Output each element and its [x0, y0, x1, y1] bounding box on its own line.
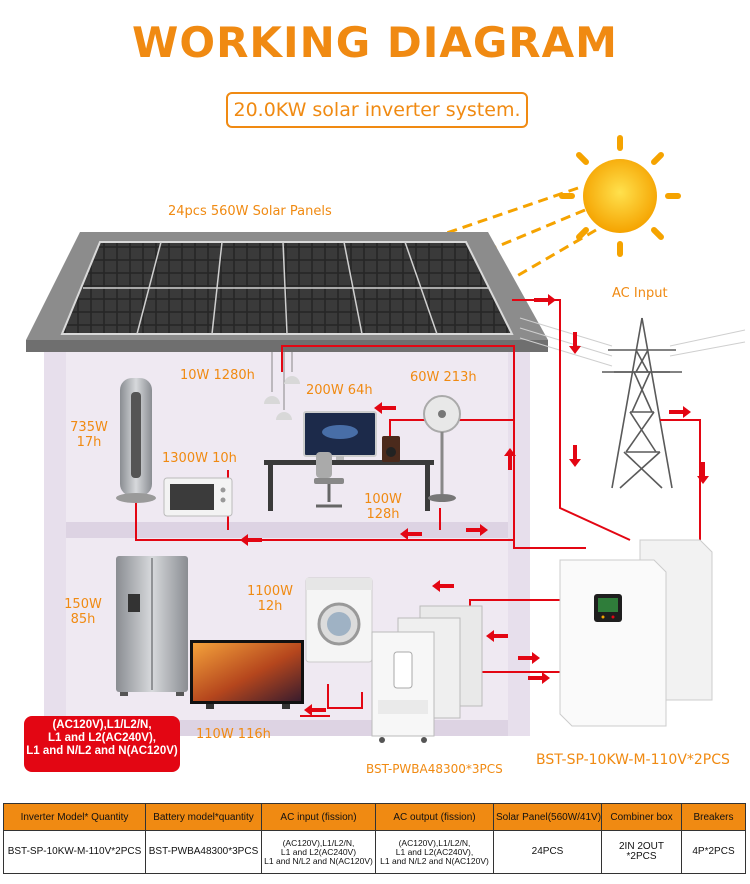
battery-stack-icon [371, 605, 483, 743]
label-fan: 60W 213h [410, 370, 477, 385]
cell-ac-input-line2: L1 and L2(AC240V) [280, 846, 357, 857]
solar-panel-array [60, 241, 514, 335]
header-ac-input: AC input (fission) [261, 803, 376, 831]
monitor-icon [303, 411, 377, 460]
label-speaker-power: 100W [364, 492, 402, 507]
spec-table: Inverter Model* Quantity Battery model*q… [3, 803, 746, 874]
cell-battery: BST-PWBA48300*3PCS [145, 830, 262, 874]
cell-ac-output: (AC120V),L1/L2/N, L1 and L2(AC240V), L1 … [375, 830, 494, 874]
cell-ac-input-line1: (AC120V),L1/L2/N, [282, 837, 355, 848]
system-subtitle: 20.0KW solar inverter system. [226, 92, 528, 128]
label-washer-hours: 12h [257, 599, 283, 614]
label-speaker: 100W 128h [358, 492, 408, 522]
table-row: BST-SP-10KW-M-110V*2PCS BST-PWBA48300*3P… [3, 830, 746, 874]
page-title: WORKING DIAGRAM [132, 18, 618, 67]
label-speaker-hours: 128h [366, 507, 400, 522]
label-battery-model: BST-PWBA48300*3PCS [366, 762, 503, 776]
label-inverter-model: BST-SP-10KW-M-110V*2PCS [536, 752, 730, 768]
label-microwave: 1300W 10h [162, 451, 237, 466]
label-solar-panels: 24pcs 560W Solar Panels [168, 204, 332, 219]
cell-ac-input: (AC120V),L1/L2/N, L1 and L2(AC240V) L1 a… [261, 830, 376, 874]
tower-fan-icon [116, 378, 156, 503]
desk-icon [264, 460, 434, 511]
header-inverter: Inverter Model* Quantity [3, 803, 146, 831]
wiring-note-line1: (AC120V),L1/L2/N, [52, 719, 152, 731]
pendant-lights-icon [264, 352, 300, 420]
label-tower-fan-power: 735W [70, 420, 108, 435]
cell-inverter: BST-SP-10KW-M-110V*2PCS [3, 830, 146, 874]
label-fridge-hours: 85h [70, 612, 96, 627]
header-ac-output: AC output (fission) [375, 803, 494, 831]
cell-combiner-box: 2IN 2OUT *2PCS [601, 830, 682, 874]
label-tv: 110W 116h [196, 727, 271, 742]
label-washer: 1100W 12h [244, 584, 296, 614]
header-solar-panel: Solar Panel(560W/41V) [493, 803, 602, 831]
label-fridge: 150W 85h [58, 597, 108, 627]
microwave-icon [163, 477, 233, 517]
cell-ac-output-line3: L1 and N/L2 and N(AC120V) [380, 855, 489, 866]
television-icon [190, 640, 304, 709]
inverter-icon [559, 539, 713, 727]
transmission-tower-icon [602, 317, 682, 489]
header-combiner-box: Combiner box [601, 803, 682, 831]
label-ac-input: AC Input [612, 286, 668, 301]
power-lines [519, 317, 746, 367]
wiring-note-line2: L1 and L2(AC240V), [48, 732, 156, 744]
label-tower-fan: 735W 17h [68, 420, 110, 450]
wiring-note-line3: L1 and N/L2 and N(AC120V) [26, 745, 178, 757]
speaker-icon [382, 436, 400, 462]
cell-ac-output-line1: (AC120V),L1/L2/N, [398, 837, 471, 848]
working-diagram [26, 135, 746, 743]
refrigerator-icon [116, 556, 188, 696]
label-monitor: 200W 64h [306, 383, 373, 398]
spec-table-header: Inverter Model* Quantity Battery model*q… [3, 803, 746, 831]
cell-ac-input-line3: L1 and N/L2 and N(AC120V) [264, 855, 373, 866]
header-battery: Battery model*quantity [145, 803, 262, 831]
sun-icon [559, 135, 681, 257]
label-tower-fan-hours: 17h [76, 435, 102, 450]
label-washer-power: 1100W [247, 584, 293, 599]
wiring [135, 299, 701, 717]
flow-arrows [126, 294, 709, 716]
cell-breakers: 4P*2PCS [681, 830, 746, 874]
label-fridge-power: 150W [64, 597, 102, 612]
cell-solar-panel: 24PCS [493, 830, 602, 874]
office-chair-icon [314, 452, 344, 508]
label-light: 10W 1280h [180, 368, 255, 383]
standing-fan-icon [423, 395, 461, 502]
header-breakers: Breakers [681, 803, 746, 831]
cell-ac-output-line2: L1 and L2(AC240V), [395, 846, 474, 857]
wiring-note: (AC120V),L1/L2/N, L1 and L2(AC240V), L1 … [24, 716, 180, 772]
washing-machine-icon [305, 577, 373, 663]
